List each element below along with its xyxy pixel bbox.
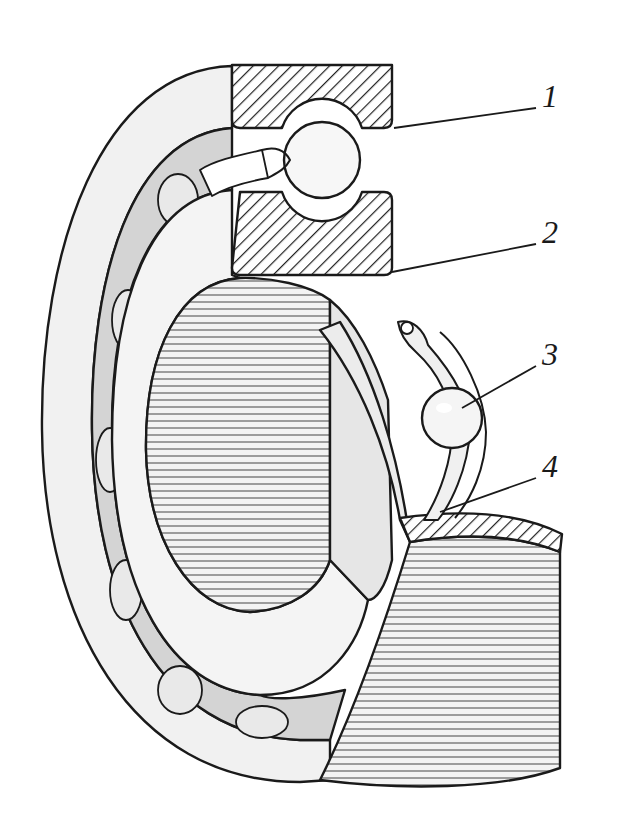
outer-ring-section — [232, 65, 392, 128]
cage — [200, 150, 268, 196]
ball — [422, 388, 482, 448]
leader-lines — [392, 108, 536, 512]
outer-ring-cylinder — [320, 537, 560, 787]
callout-number: 3 — [542, 338, 558, 370]
bore — [146, 278, 330, 612]
inner-ring-section — [232, 192, 392, 275]
leader-line — [394, 108, 536, 128]
ball — [284, 122, 360, 198]
callout-number: 4 — [542, 450, 558, 482]
outer-ring-edge — [320, 322, 410, 542]
highlight — [436, 403, 452, 413]
callout-number: 1 — [542, 80, 558, 112]
cage-edge — [262, 148, 290, 178]
leader-line — [440, 478, 536, 512]
ball — [158, 666, 202, 714]
rivet — [401, 322, 413, 334]
ball — [236, 706, 288, 738]
leader-line — [462, 366, 536, 408]
leader-line — [392, 244, 536, 272]
callout-number: 2 — [542, 216, 558, 248]
bearing-drawing — [42, 65, 562, 786]
